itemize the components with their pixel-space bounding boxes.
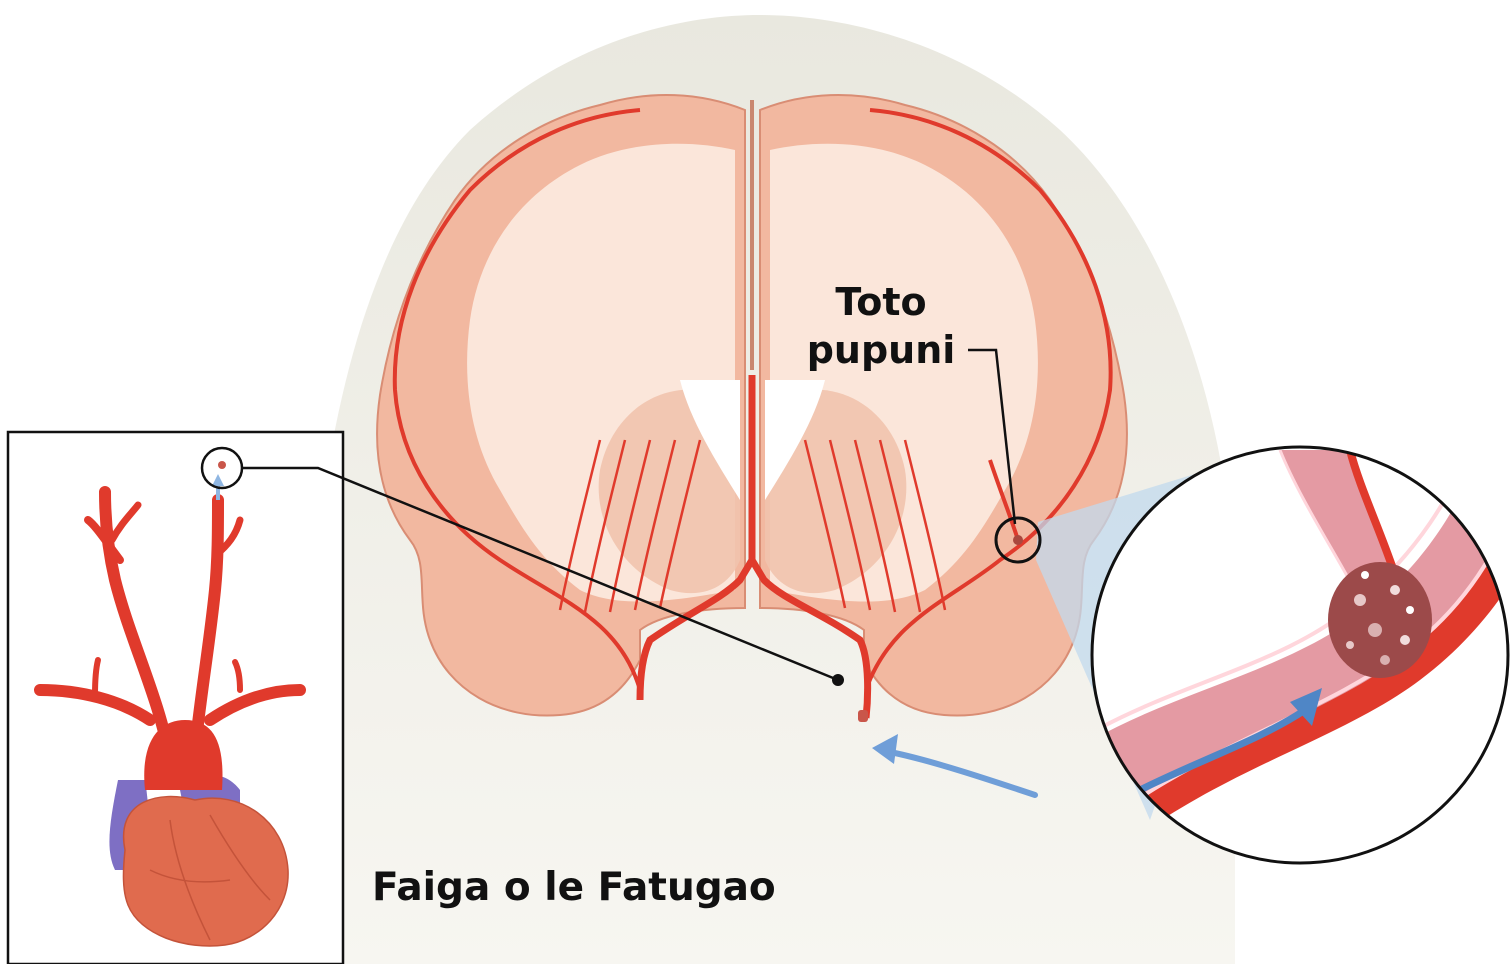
artery-magnified-view <box>1090 447 1510 863</box>
blood-clot-icon <box>1013 535 1023 545</box>
blood-clot-label-line1: Toto <box>800 278 962 326</box>
blood-clot-magnified-icon <box>1328 562 1432 678</box>
heart-inset <box>8 432 343 964</box>
blood-clot-label: Toto pupuni <box>800 278 962 374</box>
inset-connector-dot <box>832 674 844 686</box>
source-label: Faiga o le Fatugao <box>372 864 776 912</box>
blood-clot-label-line2: pupuni <box>800 326 962 374</box>
traveling-clot-icon <box>858 710 868 722</box>
